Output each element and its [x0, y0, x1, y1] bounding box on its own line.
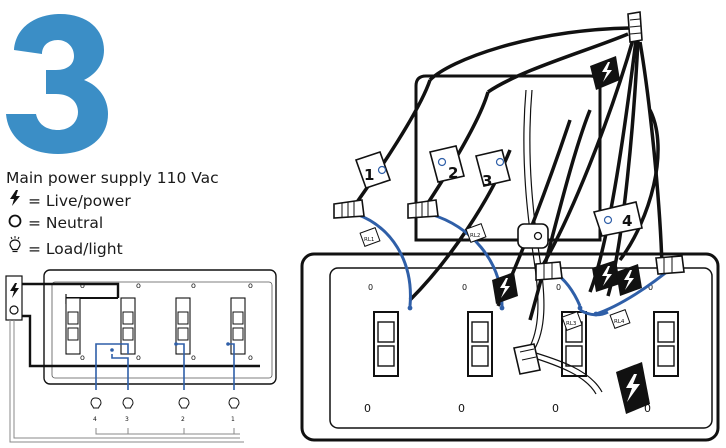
load-tag-1: 1 — [354, 150, 392, 190]
switch-rocker-4 — [653, 311, 679, 377]
legend-item-live: = Live/power — [6, 190, 131, 211]
relay-rl2-text: RL2 — [470, 233, 480, 239]
switch-rocker-1 — [373, 311, 399, 377]
legend-item-neutral: = Neutral — [6, 213, 103, 233]
plate-mark-3: 0 — [552, 402, 559, 415]
load-tag-2-number: 2 — [448, 164, 458, 182]
supply-neutral-icon — [9, 305, 19, 315]
top-mark-4: 0 — [648, 283, 653, 292]
wire-connector-bottom — [513, 343, 541, 375]
lightning-bolt-icon — [6, 190, 24, 211]
load-label-3: 3 — [125, 416, 129, 423]
relay-label-rl1: RL1 — [359, 227, 381, 247]
power-supply-caption: Main power supply 110 Vac — [6, 169, 219, 187]
wire-connector-3 — [535, 261, 563, 281]
top-mark-1: 0 — [368, 283, 373, 292]
load-tag-3-number: 3 — [482, 172, 492, 190]
svg-text:o: o — [191, 353, 196, 362]
load-label-2: 2 — [181, 416, 185, 423]
legend-label-load: = Load/light — [28, 240, 123, 258]
load-bulb-1-icon — [228, 397, 240, 409]
relay-rl4-text: RL4 — [614, 319, 625, 325]
live-flag-mid-icon — [592, 260, 620, 292]
load-label-1: 1 — [231, 416, 235, 423]
legend-item-load: = Load/light — [6, 236, 123, 259]
svg-text:o: o — [191, 281, 196, 290]
live-flag-mid2-icon — [616, 264, 642, 296]
relay-label-rl3: RL3 — [561, 311, 583, 331]
svg-text:o: o — [80, 353, 85, 362]
svg-text:o: o — [136, 353, 141, 362]
load-tag-3: 3 — [475, 149, 511, 190]
schematic-switch-3 — [175, 297, 191, 355]
plate-mark-4: 0 — [644, 402, 651, 415]
live-flag-top-icon — [590, 56, 620, 90]
plate-mark-1: 0 — [364, 402, 371, 415]
step-number-3 — [6, 14, 108, 154]
relay-rl3-text: RL3 — [566, 321, 577, 327]
legend-label-live: = Live/power — [28, 192, 131, 210]
load-tag-2: 2 — [429, 145, 465, 183]
load-bulb-3-icon — [122, 397, 134, 409]
load-tag-4-number: 4 — [622, 212, 632, 230]
wiring-illustration: 0 0 0 0 0 0 0 0 — [300, 11, 720, 442]
legend-label-neutral: = Neutral — [28, 214, 104, 232]
wire-connector-top — [627, 11, 643, 43]
top-mark-2: 0 — [462, 283, 467, 292]
plate-mark-2: 0 — [458, 402, 465, 415]
wire-connector-2 — [407, 199, 439, 219]
supply-live-icon — [10, 283, 19, 298]
wire-clamp — [517, 223, 549, 249]
load-tag-4: 4 — [592, 201, 643, 237]
wire-connector-4 — [655, 255, 685, 275]
load-bulb-2-icon — [178, 397, 190, 409]
switch-rocker-2 — [467, 311, 493, 377]
load-bulb-4-icon — [90, 397, 102, 409]
schematic-switch-4 — [230, 297, 246, 355]
top-mark-3: 0 — [556, 283, 561, 292]
schematic-top-mark: o — [80, 281, 85, 290]
light-bulb-icon — [6, 236, 24, 259]
wire-connector-1 — [333, 199, 365, 219]
schematic-switch-2 — [120, 297, 136, 355]
supply-box — [5, 275, 23, 321]
load-label-4: 4 — [93, 416, 97, 423]
neutral-circle-icon — [6, 213, 24, 233]
svg-text:o: o — [248, 281, 253, 290]
svg-text:o: o — [248, 353, 253, 362]
live-flag-bottom-icon — [616, 362, 650, 414]
svg-text:o: o — [136, 281, 141, 290]
switch-plate — [300, 252, 720, 442]
relay-label-rl4: RL4 — [609, 309, 631, 329]
switch-schematic: o o o o o o o o 4 3 2 1 — [5, 269, 277, 443]
schematic-switch-1 — [65, 297, 81, 355]
relay-label-rl2: RL2 — [465, 223, 487, 243]
relay-rl1-text: RL1 — [364, 237, 374, 243]
live-flag-left-icon — [492, 272, 518, 304]
load-tag-1-number: 1 — [364, 166, 374, 184]
